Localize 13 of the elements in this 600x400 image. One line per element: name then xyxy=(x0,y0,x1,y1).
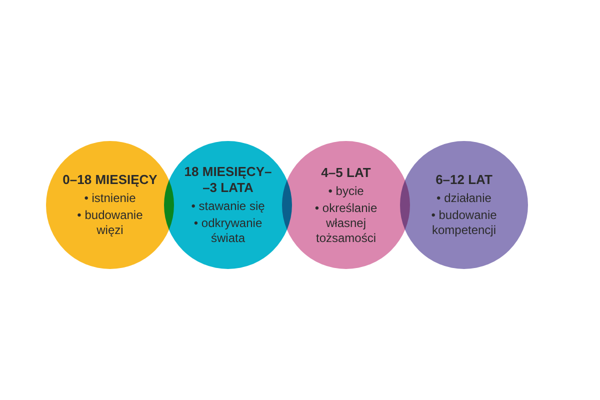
bullet-item: • działanie xyxy=(436,191,492,206)
bullet-item: • odkrywanie świata xyxy=(192,216,264,246)
bullet-item: • istnienie xyxy=(83,191,137,206)
age-range-heading: 18 MIESIĘCY– –3 LATA xyxy=(183,164,273,196)
age-range-heading: 4–5 LAT xyxy=(320,164,372,180)
bullet-item: • bycie xyxy=(327,184,365,198)
age-range-heading: 0–18 MIESIĘCY xyxy=(62,172,158,188)
stage-circle xyxy=(400,141,528,269)
age-range-heading: 6–12 LAT xyxy=(434,172,494,188)
bullet-item: • budowanie więzi xyxy=(76,208,144,238)
bullet-item: • budowanie kompetencji xyxy=(430,208,498,238)
bullet-item: • stawanie się xyxy=(190,199,266,214)
bullet-item: • określanie własnej tożsamości xyxy=(314,200,378,246)
